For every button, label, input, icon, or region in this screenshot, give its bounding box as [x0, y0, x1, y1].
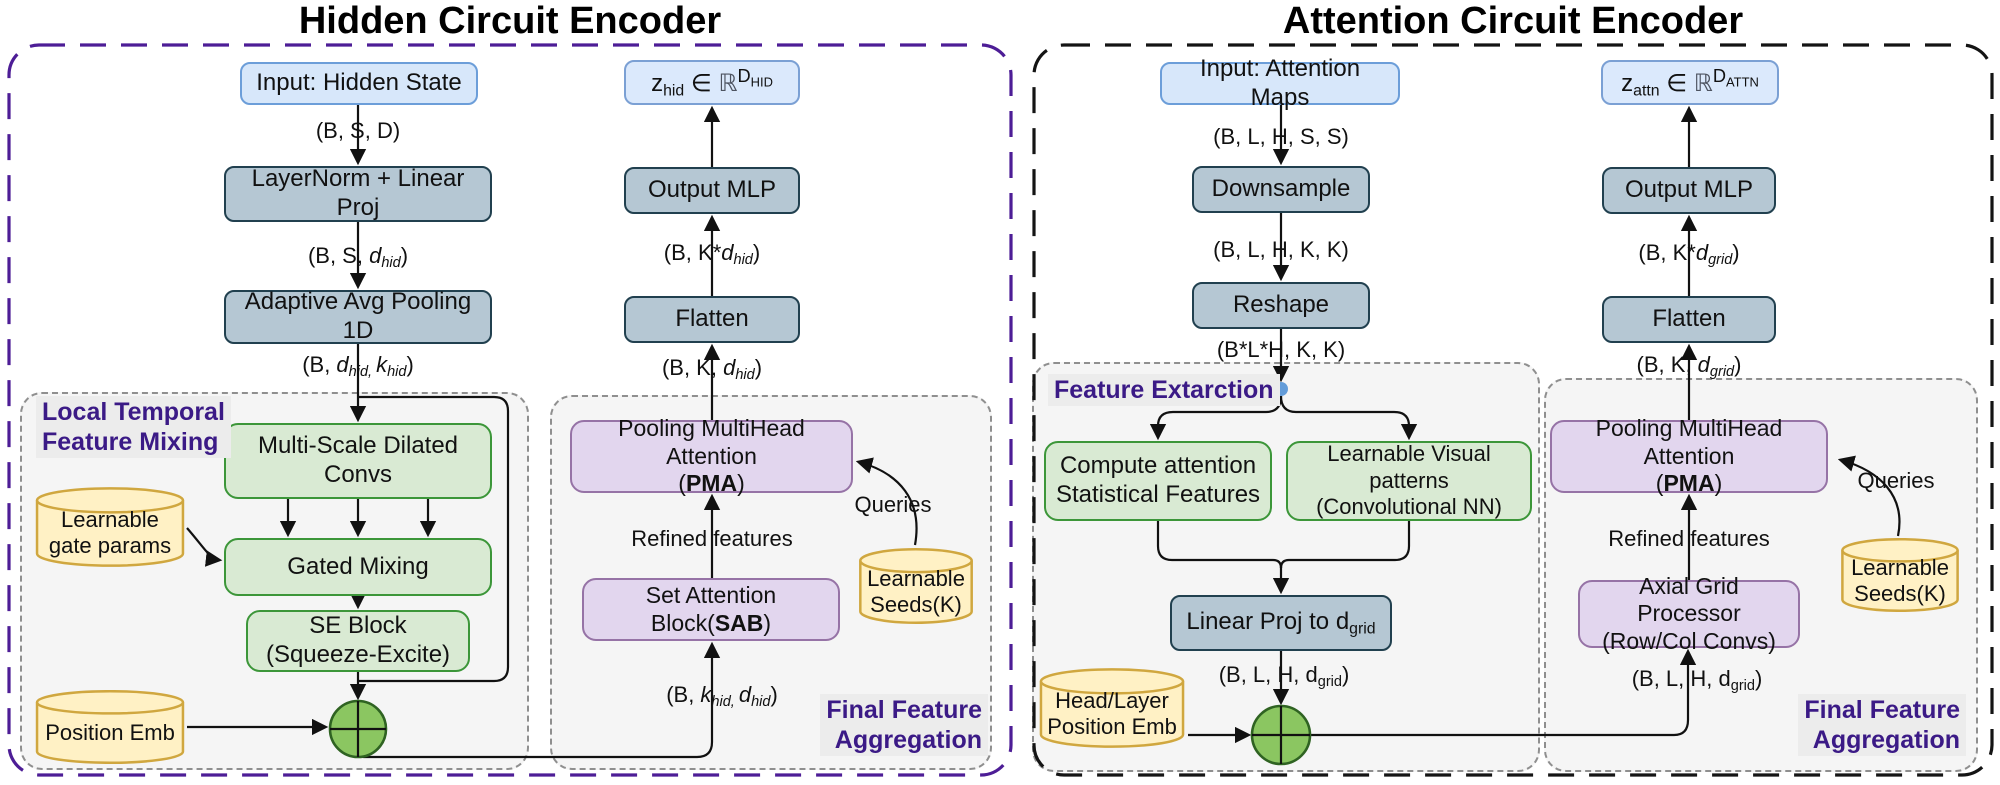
pma-box-right: Pooling MultiHead Attention (PMA) [1550, 415, 1828, 496]
z-attn-box: zattn ∈ ℝDATTN [1601, 60, 1779, 105]
dim-bsd: (B, S, D) [315, 118, 401, 143]
dim-b-k-dhid: (B, K, dhid) [661, 355, 763, 384]
oplus-left [328, 699, 388, 759]
dim-blh-dgrid-fe: (B, L, H, dgrid) [1218, 662, 1350, 691]
head-layer-position-emb-cylinder: Head/Layer Position Emb [1038, 668, 1186, 748]
learnable-gate-params-cylinder: Learnable gate params [34, 487, 186, 567]
pma-box-left: Pooling MultiHead Attention (PMA) [570, 415, 853, 496]
edge-oplus-axial [1310, 648, 1697, 737]
flatten-box-right: Flatten [1602, 296, 1776, 343]
attention-encoder-border [1032, 43, 1994, 777]
cylinder-shape [858, 548, 974, 624]
edge-compute-merge [1156, 521, 1283, 569]
cylinder-shape [34, 690, 186, 764]
learnable-seeds-cylinder-right: Learnable Seeds(K) [1840, 538, 1960, 612]
reshape-box: Reshape [1192, 282, 1370, 329]
dim-b-kdhid: (B, K*dhid) [663, 240, 761, 269]
ffa-group-label-left: Final Feature Aggregation [820, 694, 988, 756]
downsample-box: Downsample [1192, 166, 1370, 213]
refined-features-label-left: Refined features [631, 526, 793, 551]
refined-features-label-right: Refined features [1608, 526, 1770, 551]
dim-blhss: (B, L, H, S, S) [1213, 124, 1349, 149]
edge-residual-skip [358, 395, 510, 683]
z-hid-box: zhid ∈ ℝDHID [624, 60, 800, 105]
edge-visual-merge [1279, 521, 1411, 569]
cylinder-shape [1840, 538, 1960, 612]
dim-b-k-dgrid: (B, K, dgrid) [1636, 352, 1742, 381]
hidden-encoder-border [7, 43, 1013, 777]
hidden-encoder-title: Hidden Circuit Encoder [298, 0, 722, 42]
ltfm-group-label: Local Temporal Feature Mixing [36, 396, 231, 458]
dim-blh-dgrid-ffa: (B, L, H, dgrid) [1631, 666, 1763, 695]
dim-blhkk: (B, L, H, K, K) [1213, 237, 1349, 262]
gated-mixing-box: Gated Mixing [224, 538, 492, 596]
dim-b-dhid-khid: (B, dhid, khid) [302, 352, 414, 381]
learnable-visual-patterns-box: Learnable Visual patterns (Convolutional… [1286, 441, 1532, 521]
multiscale-dilated-convs-box: Multi-Scale Dilated Convs [224, 423, 492, 499]
adaptive-avg-pooling-box: Adaptive Avg Pooling 1D [224, 288, 492, 344]
position-emb-cylinder: Position Emb [34, 690, 186, 764]
cylinder-shape [1038, 668, 1186, 748]
input-hidden-state-box: Input: Hidden State [240, 62, 478, 105]
edge-seeds-pma-queries-right [1837, 455, 1901, 537]
output-mlp-box-right: Output MLP [1602, 167, 1776, 214]
edge-branch-visual [1279, 395, 1418, 441]
attention-encoder-title: Attention Circuit Encoder [1282, 0, 1744, 42]
layernorm-linproj-box: LayerNorm + Linear Proj [224, 165, 492, 222]
cylinder-shape [34, 487, 186, 567]
flatten-box-left: Flatten [624, 296, 800, 343]
dim-b-khid-dhid: (B, khid, dhid) [666, 682, 778, 711]
edge-gateparams-gated [186, 527, 223, 567]
output-mlp-box-left: Output MLP [624, 167, 800, 214]
queries-label-left: Queries [854, 492, 932, 517]
se-block-box: SE Block (Squeeze-Excite) [246, 610, 470, 672]
learnable-seeds-cylinder-left: Learnable Seeds(K) [858, 548, 974, 624]
queries-label-right: Queries [1857, 468, 1935, 493]
edge-seeds-pma-queries [855, 457, 918, 546]
dim-blh-kk: (B*L*H, K, K) [1216, 337, 1346, 362]
input-attention-maps-box: Input: Attention Maps [1160, 55, 1400, 111]
sab-box: Set Attention Block(SAB) [582, 578, 840, 641]
oplus-right [1250, 704, 1312, 766]
linear-proj-dgrid-box: Linear Proj to dgrid [1170, 595, 1392, 651]
ffa-group-label-right: Final Feature Aggregation [1798, 694, 1966, 756]
compute-attention-stats-box: Compute attention Statistical Features [1044, 441, 1272, 521]
dim-b-kdgrid: (B, K*dgrid) [1638, 240, 1740, 269]
axial-grid-processor-box: Axial Grid Processor (Row/Col Convs) [1578, 573, 1800, 654]
dim-bs-dhid: (B, S, dhid) [307, 243, 409, 272]
feature-extraction-group-label: Feature Extarction [1048, 374, 1280, 406]
